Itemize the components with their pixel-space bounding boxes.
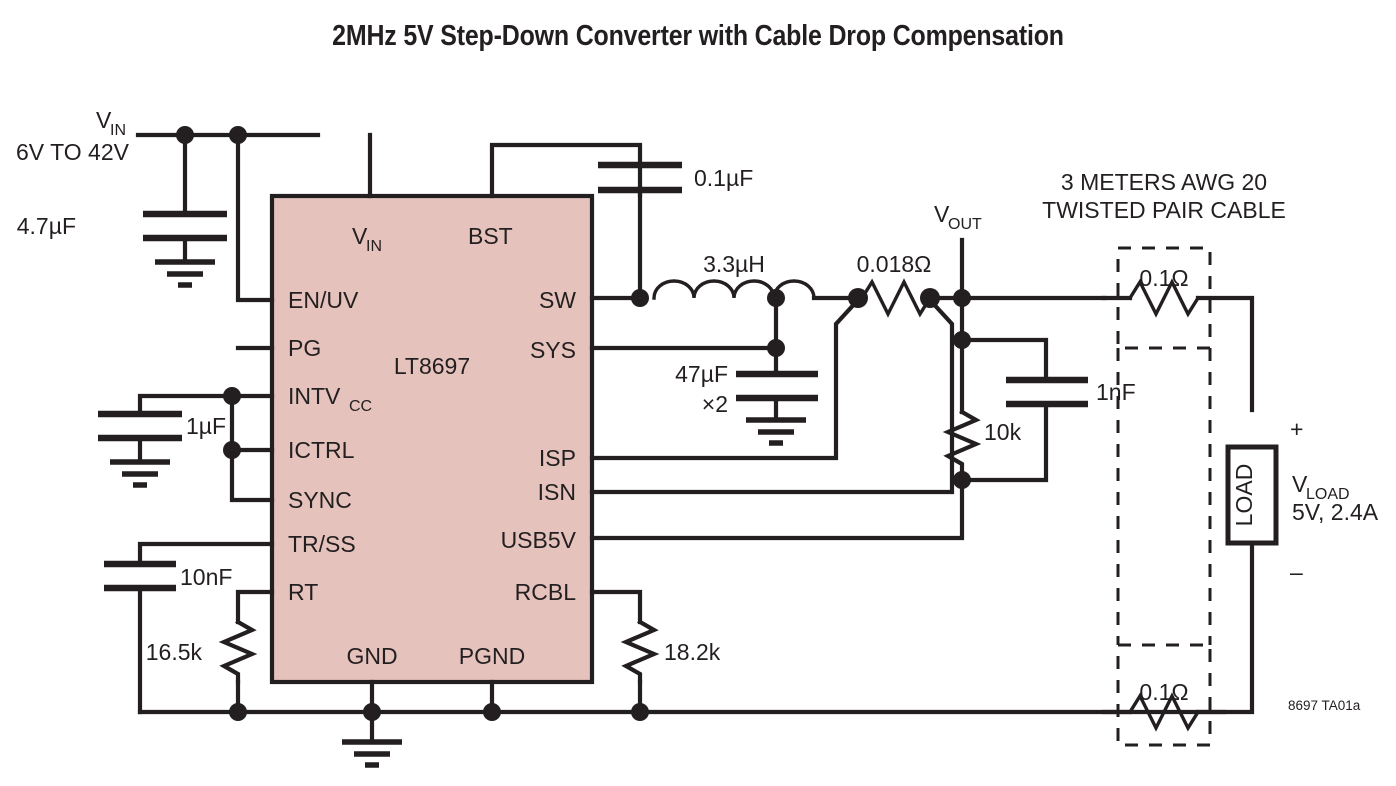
resistor-cable-bot-symbol bbox=[1127, 692, 1201, 732]
ic-pin-sys: SYS bbox=[530, 337, 576, 363]
junction-dot bbox=[229, 126, 247, 144]
resistor-rt-symbol bbox=[218, 619, 258, 685]
vload-rating-label: 5V, 2.4A bbox=[1292, 499, 1379, 525]
wire-isp-sense bbox=[589, 297, 861, 461]
ic-pin-pgnd: PGND bbox=[459, 643, 525, 669]
cap-cin-label: 4.7µF bbox=[17, 213, 76, 239]
junction-dot bbox=[223, 441, 241, 459]
junction-dot bbox=[229, 703, 247, 721]
cap-css-label: 10nF bbox=[180, 564, 232, 590]
ic-pin-rcbl: RCBL bbox=[515, 579, 577, 605]
cap-cout-multiplier: ×2 bbox=[702, 391, 728, 417]
cap-cintvcc-label: 1µF bbox=[186, 413, 226, 439]
wire-isn-sense bbox=[589, 297, 955, 495]
resistor-rfilt-label: 10k bbox=[984, 419, 1022, 445]
junction-dot bbox=[363, 703, 381, 721]
load-plus-sign: + bbox=[1290, 416, 1303, 442]
wire-usb5v-sense bbox=[589, 477, 965, 541]
wire-cable-bot-out bbox=[1195, 525, 1255, 715]
vout-label-main: V bbox=[934, 201, 950, 227]
wire-sync bbox=[229, 393, 275, 503]
junction-dot bbox=[483, 703, 501, 721]
resistor-cable-top-label: 0.1Ω bbox=[1139, 265, 1188, 291]
cap-cout-label: 47µF bbox=[675, 361, 728, 387]
wire-rcbl bbox=[589, 589, 643, 625]
load-box-label: LOAD bbox=[1231, 464, 1257, 527]
ic-pin-sync: SYNC bbox=[288, 487, 352, 513]
junction-dot bbox=[767, 339, 785, 357]
ic-pin-intvcc-main: INTV bbox=[288, 383, 341, 409]
ic-pin-intvcc-sub: CC bbox=[349, 398, 372, 415]
ic-pin-vin-sub: IN bbox=[366, 238, 382, 255]
resistor-cable-top-symbol bbox=[1127, 278, 1201, 318]
ic-pin-vin-main: V bbox=[352, 223, 368, 249]
ic-pin-rt: RT bbox=[288, 579, 318, 605]
vin-range-label: 6V TO 42V bbox=[16, 139, 130, 165]
page-title: 2MHz 5V Step-Down Converter with Cable D… bbox=[332, 20, 1064, 52]
resistor-rt-label: 16.5k bbox=[146, 639, 203, 665]
wire-cfilt-top bbox=[959, 337, 1049, 381]
vout-label-sub: OUT bbox=[948, 216, 982, 233]
wire-trss bbox=[137, 541, 275, 565]
resistor-rsense-label: 0.018Ω bbox=[857, 251, 932, 277]
part-number-note: 8697 TA01a bbox=[1288, 698, 1361, 713]
load-minus-sign: – bbox=[1290, 559, 1303, 585]
wire-cintvcc-top bbox=[137, 393, 235, 415]
vin-label-sub: IN bbox=[110, 122, 126, 139]
ic-pin-usb5v: USB5V bbox=[501, 527, 577, 553]
vload-label-main: V bbox=[1292, 471, 1308, 497]
cable-note-line2: TWISTED PAIR CABLE bbox=[1042, 197, 1286, 223]
junction-dot bbox=[176, 126, 194, 144]
ic-pin-tr-ss: TR/SS bbox=[288, 531, 356, 557]
wire-en-uv bbox=[235, 132, 275, 303]
ic-pin-bst: BST bbox=[468, 223, 513, 249]
ic-body bbox=[269, 193, 595, 685]
wire-bst-to-cap bbox=[489, 142, 643, 199]
vload-label-sub: LOAD bbox=[1306, 486, 1350, 503]
resistor-rfilt-symbol bbox=[942, 409, 982, 483]
inductor-l1-label: 3.3µH bbox=[703, 251, 765, 277]
cable-note-line1: 3 METERS AWG 20 bbox=[1061, 169, 1267, 195]
resistor-rcbl-symbol bbox=[620, 619, 660, 685]
ic-pin-pg: PG bbox=[288, 335, 321, 361]
load-box bbox=[1225, 444, 1279, 546]
cap-cfilt-label: 1nF bbox=[1096, 379, 1136, 405]
wire-cable-top-out bbox=[1195, 295, 1255, 413]
ic-pin-sw: SW bbox=[539, 287, 576, 313]
ic-pin-isp: ISP bbox=[539, 445, 576, 471]
wire-cfilt-bottom bbox=[959, 401, 1049, 483]
junction-dot bbox=[223, 387, 241, 405]
ic-pin-en-uv: EN/UV bbox=[288, 287, 359, 313]
wire-rt bbox=[235, 589, 275, 625]
cap-cbst-label: 0.1µF bbox=[694, 165, 753, 191]
resistor-cable-bot-label: 0.1Ω bbox=[1139, 679, 1188, 705]
ic-pin-isn: ISN bbox=[538, 479, 576, 505]
junction-dot bbox=[631, 289, 649, 307]
inductor-l1-symbol bbox=[652, 279, 816, 300]
resistor-rcbl-label: 18.2k bbox=[664, 639, 721, 665]
ic-part-name: LT8697 bbox=[394, 353, 470, 379]
vin-label-main: V bbox=[96, 107, 112, 133]
ic-pin-ictrl: ICTRL bbox=[288, 437, 355, 463]
resistor-rsense-symbol bbox=[859, 278, 933, 318]
ic-pin-gnd: GND bbox=[346, 643, 397, 669]
